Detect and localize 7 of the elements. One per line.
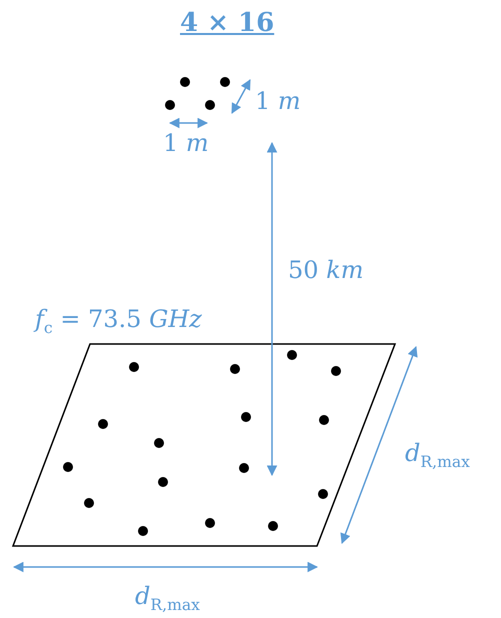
- dimension-label: 1 m: [163, 130, 209, 156]
- distance-label: 50 km: [288, 257, 364, 284]
- dimension-label: d$_{R,max}$: [135, 583, 200, 614]
- dimension-label: d$_{R,max}$: [405, 440, 470, 471]
- dimension-label: 1 m: [255, 88, 301, 114]
- frequency-label: f$_{c}$ = 73.5 GHz: [35, 306, 202, 337]
- title: 4 × 16: [180, 8, 274, 38]
